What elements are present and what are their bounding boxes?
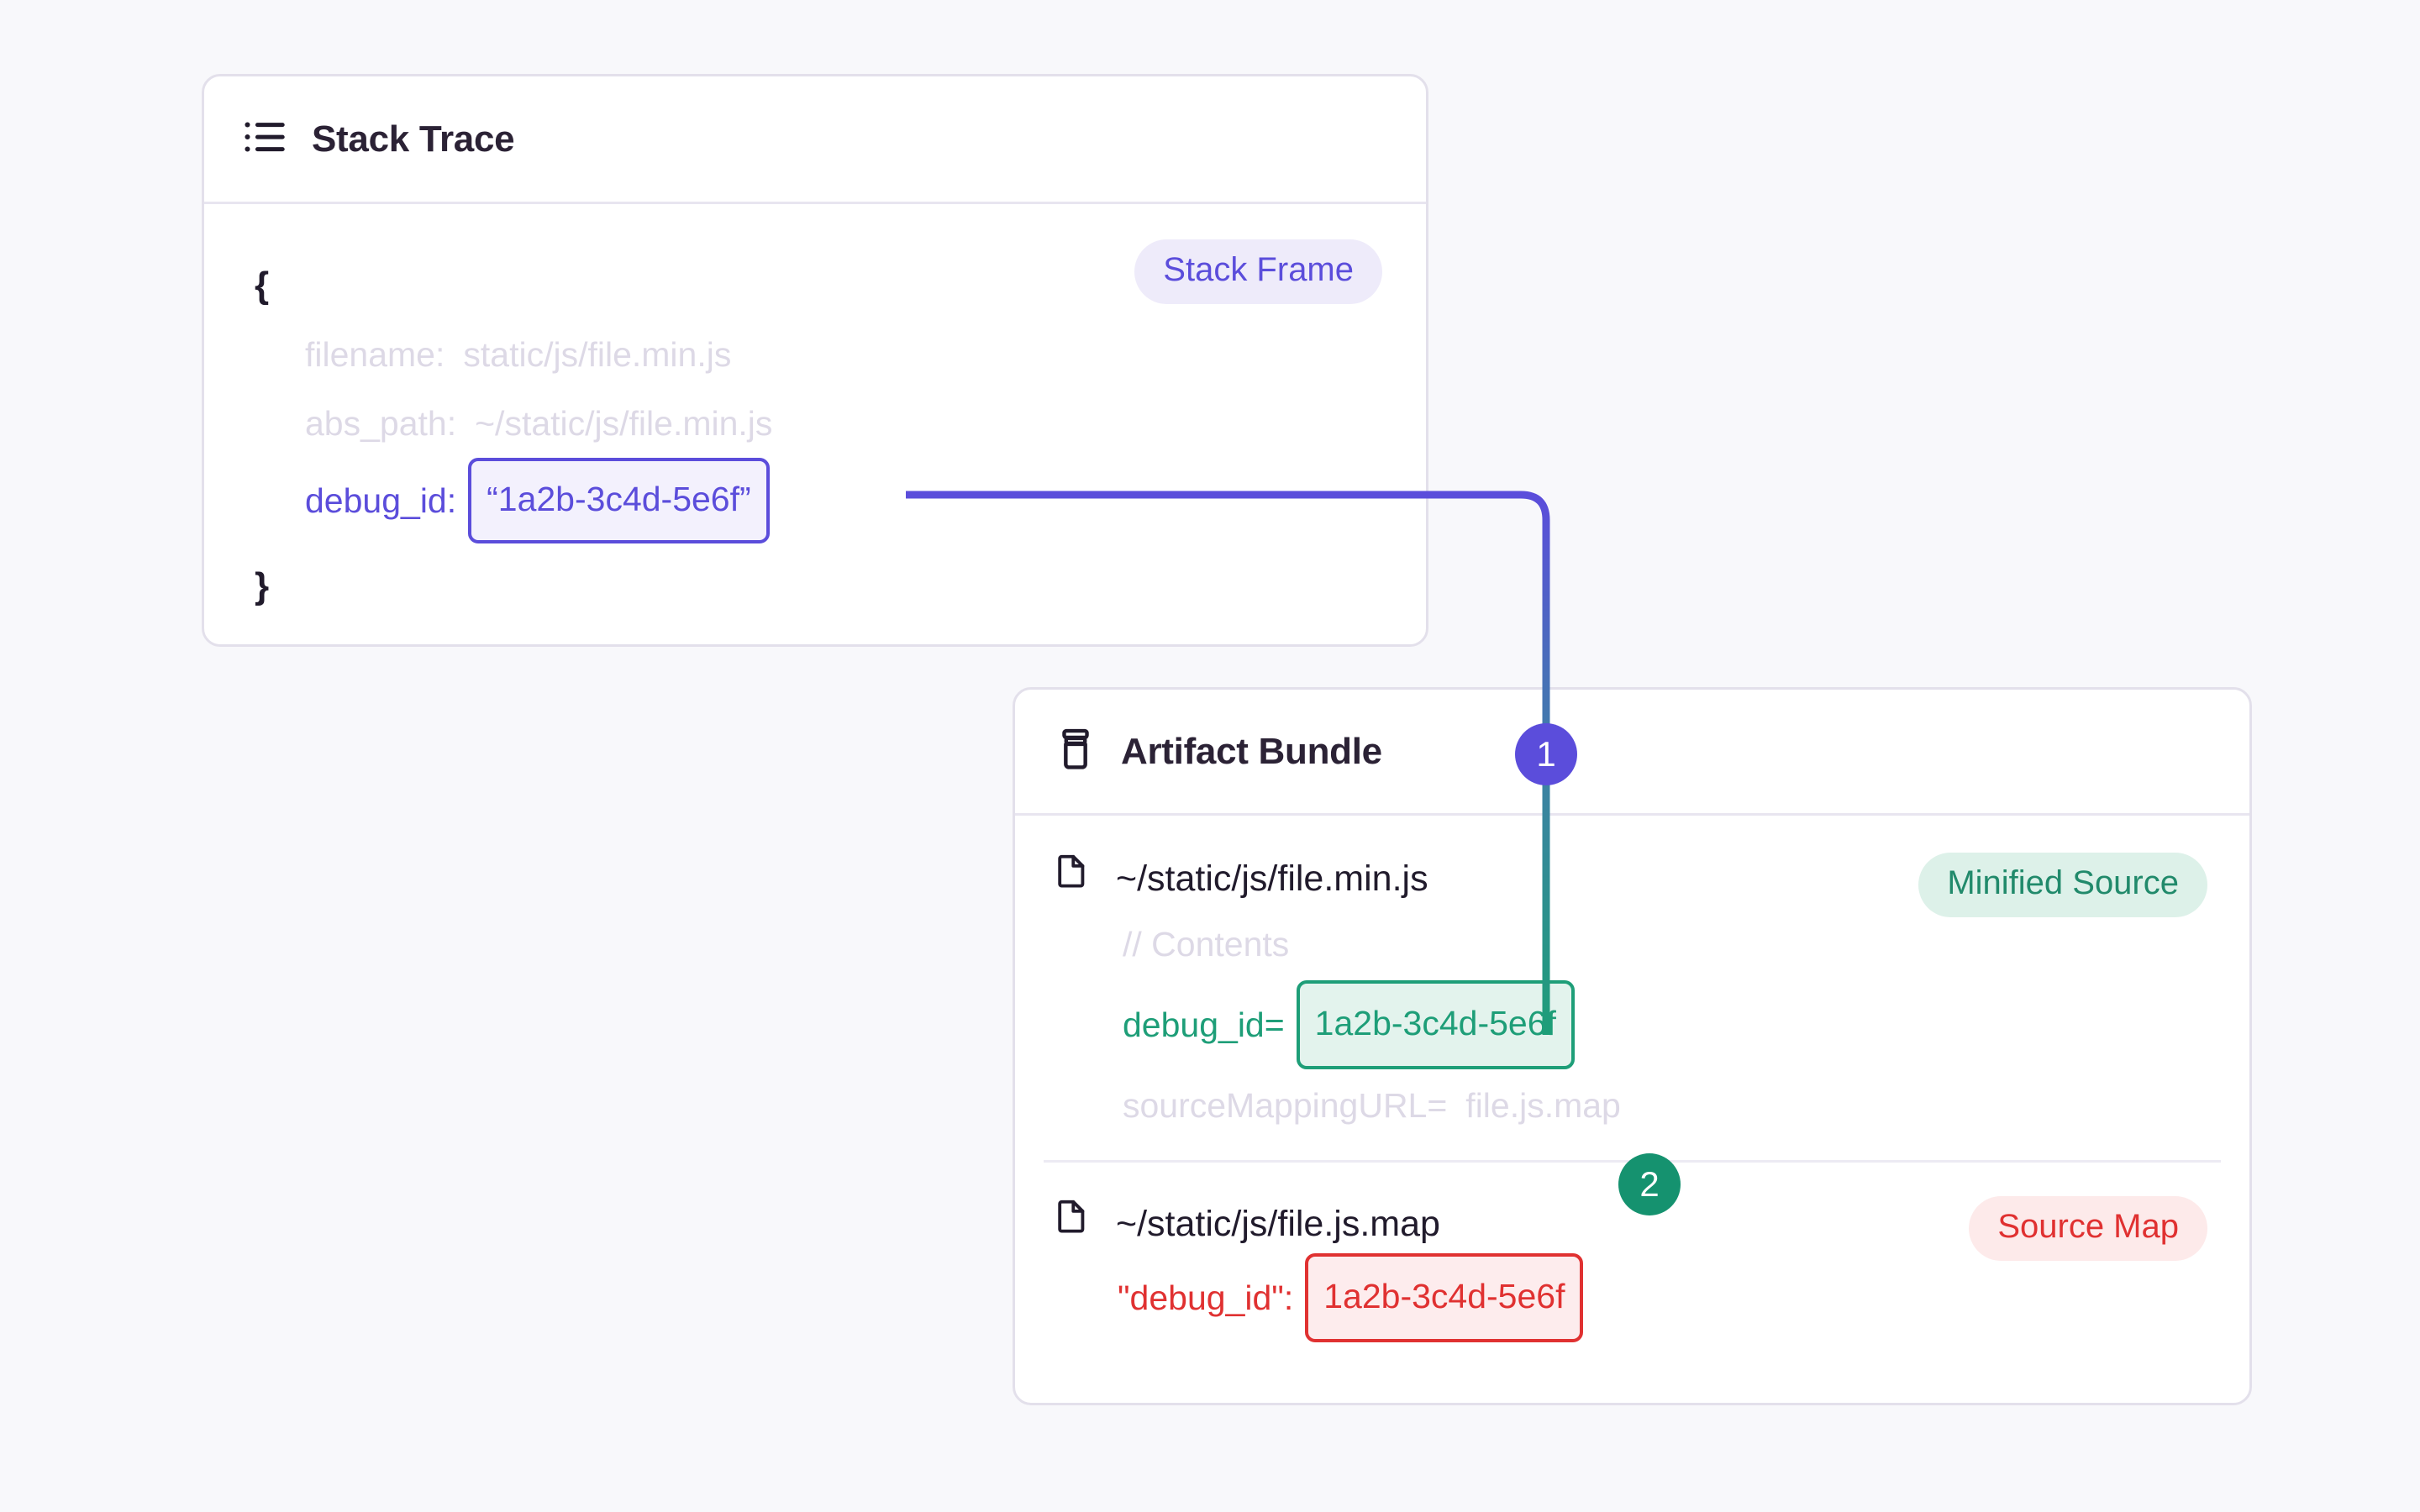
field-filename-key: filename: xyxy=(305,335,445,374)
minified-source-debug-id-key: debug_id= xyxy=(1123,1005,1285,1044)
stack-trace-title: Stack Trace xyxy=(312,118,515,160)
source-map-path-row: ~/static/js/file.js.map xyxy=(1015,1194,2249,1253)
stack-trace-header: Stack Trace xyxy=(204,76,1426,204)
minified-source-path: ~/static/js/file.min.js xyxy=(1116,858,1428,899)
field-abs-path-key: abs_path: xyxy=(305,404,457,443)
file-icon xyxy=(1052,849,1091,908)
close-brace-line: } xyxy=(204,552,1426,621)
stack-frame-badge: Stack Frame xyxy=(1134,239,1382,304)
file-icon xyxy=(1052,1194,1091,1253)
step-marker-2: 2 xyxy=(1618,1153,1681,1215)
minified-source-debug-id-line: debug_id= 1a2b-3c4d-5e6f xyxy=(1015,980,2249,1069)
artifact-file-minified-source: Minified Source ~/static/js/file.min.js … xyxy=(1015,816,2249,1171)
open-brace-line: { xyxy=(204,251,1426,320)
field-debug-id-value-box[interactable]: “1a2b-3c4d-5e6f” xyxy=(468,458,770,543)
source-map-debug-id-value-box[interactable]: 1a2b-3c4d-5e6f xyxy=(1305,1253,1584,1342)
stack-trace-card: Stack Trace Stack Frame { filename: stat… xyxy=(202,74,1428,647)
field-abs-path: abs_path: ~/static/js/file.min.js xyxy=(204,389,1426,458)
source-map-path: ~/static/js/file.js.map xyxy=(1116,1204,1440,1244)
minified-source-contents-comment: // Contents xyxy=(1015,908,2249,980)
minified-source-sourcemappingurl-line: sourceMappingURL= file.js.map xyxy=(1015,1069,2249,1142)
stack-trace-body: Stack Frame { filename: static/js/file.m… xyxy=(204,204,1426,621)
minified-source-debug-id-value-box[interactable]: 1a2b-3c4d-5e6f xyxy=(1296,980,1575,1069)
field-filename: filename: static/js/file.min.js xyxy=(204,320,1426,389)
source-map-debug-id-line: "debug_id": 1a2b-3c4d-5e6f xyxy=(1015,1253,2249,1342)
minified-source-badge: Minified Source xyxy=(1918,853,2207,917)
close-brace: } xyxy=(255,565,270,606)
artifact-bundle-title: Artifact Bundle xyxy=(1121,730,1382,772)
package-icon xyxy=(1052,726,1099,777)
contents-comment-text: // Contents xyxy=(1123,925,1290,963)
source-map-debug-id-key: "debug_id": xyxy=(1118,1278,1294,1317)
sourcemappingurl-key: sourceMappingURL= xyxy=(1123,1086,1448,1125)
field-debug-id-key: debug_id: xyxy=(305,481,457,520)
source-map-badge: Source Map xyxy=(1969,1196,2207,1261)
artifact-bundle-card: Artifact Bundle Minified Source ~/static… xyxy=(1013,687,2252,1405)
sourcemappingurl-value: file.js.map xyxy=(1465,1086,1621,1125)
artifact-file-source-map: Source Map ~/static/js/file.js.map "debu… xyxy=(1015,1171,2249,1351)
step-marker-1: 1 xyxy=(1515,723,1577,785)
list-icon xyxy=(241,113,290,165)
field-abs-path-value: ~/static/js/file.min.js xyxy=(475,404,773,443)
open-brace: { xyxy=(255,265,270,306)
artifact-bundle-header: Artifact Bundle xyxy=(1015,690,2249,816)
field-filename-value: static/js/file.min.js xyxy=(463,335,732,374)
field-debug-id: debug_id: “1a2b-3c4d-5e6f” xyxy=(204,458,1426,543)
